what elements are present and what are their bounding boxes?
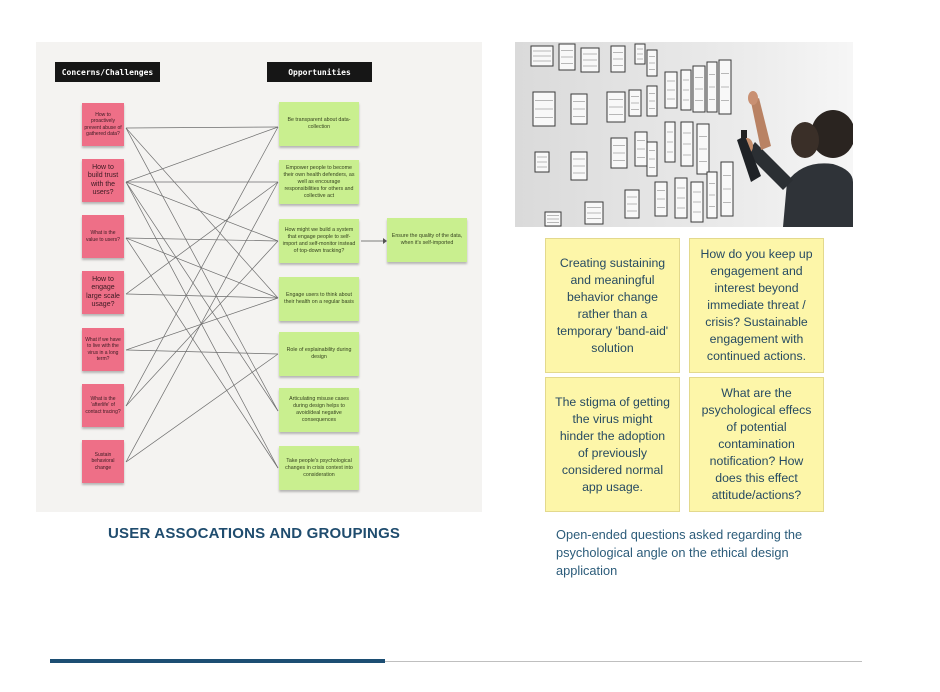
connection-line <box>125 237 279 299</box>
concerns-header: Concerns/Challenges <box>55 62 160 82</box>
opportunity-note: Take people's psychological changes in c… <box>279 446 359 490</box>
arrow-head <box>383 238 387 244</box>
opportunities-header: Opportunities <box>267 62 372 82</box>
question-note: How do you keep up engagement and intere… <box>689 238 824 373</box>
connection-line <box>125 353 279 463</box>
opportunity-note-extra: Ensure the quality of the data, when it'… <box>387 218 467 262</box>
connection-line <box>125 181 279 242</box>
concern-note: How to proactively prevent abuse of gath… <box>82 103 124 146</box>
connection-lines <box>125 126 387 469</box>
footer-rule-accent <box>50 659 385 663</box>
opportunity-note: Engage users to think about their health… <box>279 277 359 321</box>
connection-line <box>125 240 279 407</box>
connection-line <box>125 126 279 407</box>
opportunity-note: Be transparent about data-collection <box>279 102 359 146</box>
connection-line <box>125 237 279 469</box>
connection-line <box>125 181 279 463</box>
concern-note: What is the value to users? <box>82 215 124 258</box>
connection-line <box>125 237 279 242</box>
connection-line <box>125 349 279 355</box>
connection-line <box>125 181 279 412</box>
question-note: Creating sustaining and meaningful behav… <box>545 238 680 373</box>
connection-line <box>125 126 279 129</box>
opportunity-note: Articulating misuse cases during design … <box>279 388 359 432</box>
connection-line <box>125 127 279 412</box>
questions-caption: Open-ended questions asked regarding the… <box>556 527 803 578</box>
concern-note: What is the 'afterlife' of contact traci… <box>82 384 124 427</box>
concern-note: How to engage large scale usage? <box>82 271 124 314</box>
connection-line <box>125 126 279 183</box>
concern-note: How to build trust with the users? <box>82 159 124 202</box>
opportunity-note: How might we build a system that engage … <box>279 219 359 263</box>
connection-line <box>125 293 279 299</box>
footer-rule <box>50 661 862 662</box>
question-note: The stigma of getting the virus might hi… <box>545 377 680 512</box>
opportunity-note: Role of explainability during design <box>279 332 359 376</box>
concern-note: Sustain behavioral change <box>82 440 124 483</box>
groupings-caption: USER ASSOCATIONS AND GROUPINGS <box>108 525 401 542</box>
workshop-photo <box>515 42 853 227</box>
concern-note: What if we have to live with the virus i… <box>82 328 124 371</box>
affinity-board: Concerns/Challenges Opportunities How to… <box>36 42 482 512</box>
connection-line <box>125 181 279 469</box>
connection-line <box>125 181 279 295</box>
connection-line <box>125 127 279 299</box>
question-note: What are the psychological effecs of pot… <box>689 377 824 512</box>
opportunity-note: Empower people to become their own healt… <box>279 160 359 204</box>
